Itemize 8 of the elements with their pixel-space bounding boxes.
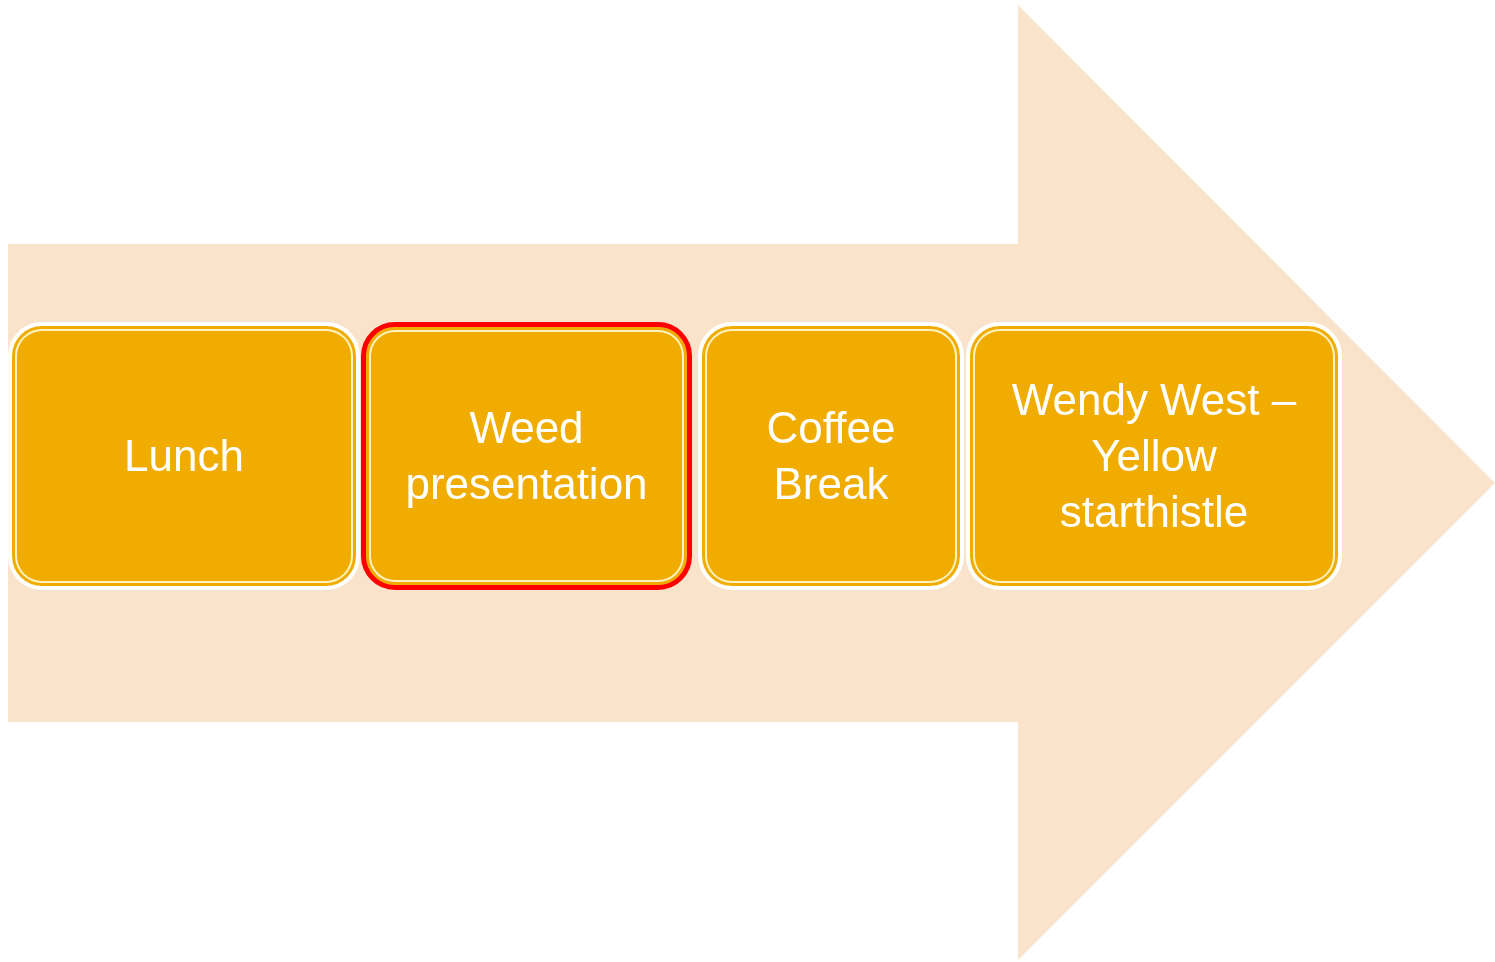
box-label: Wendy West – Yellow starthistle [1010, 373, 1298, 539]
process-box [698, 322, 964, 590]
process-box [966, 322, 1342, 590]
process-box [8, 322, 360, 590]
box-label: Coffee Break [765, 401, 897, 510]
box-label: Lunch [123, 429, 245, 482]
process-box [361, 322, 692, 590]
box-label: Weed presentation [404, 401, 649, 510]
